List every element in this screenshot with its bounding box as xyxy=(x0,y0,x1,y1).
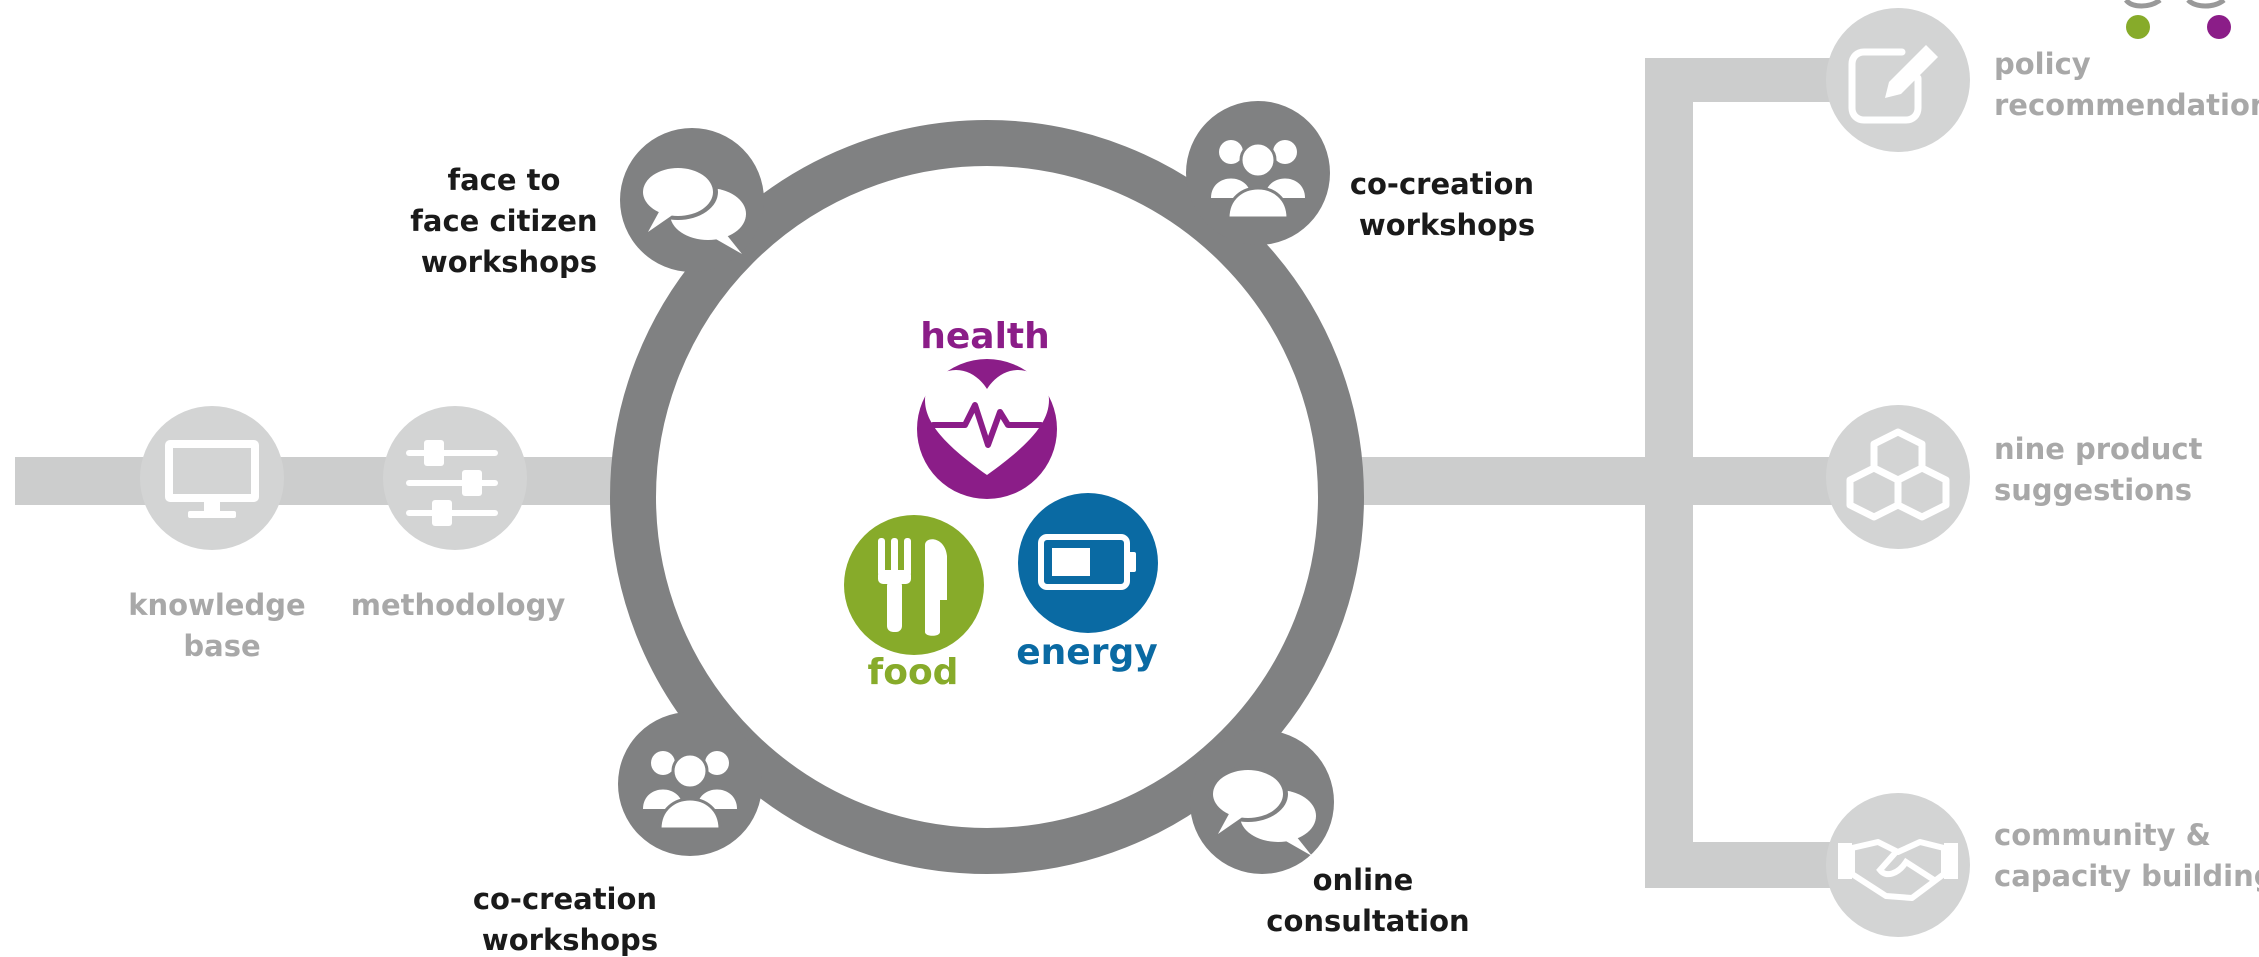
input-knowledge-base: knowledge base xyxy=(128,406,316,663)
svg-text:policy recommendations: policy recommendations xyxy=(1994,47,2259,122)
battery-icon xyxy=(1038,534,1136,590)
theme-energy: energy xyxy=(1016,493,1158,673)
heart-pulse-icon xyxy=(925,370,1049,475)
online-label-line-2: consultation xyxy=(1266,904,1469,938)
output-community-capacity: community & capacity building xyxy=(1826,793,2259,937)
ring-node-cocreation-top: co-creation workshops xyxy=(1186,101,1544,245)
face-to-face-label-line-1: face to xyxy=(447,163,560,197)
knowledge-base-label-line-1: knowledge xyxy=(128,588,305,622)
face-to-face-label-line-3: workshops xyxy=(421,245,597,279)
people-group-icon xyxy=(1211,140,1305,220)
svg-text:online consultation: online consultation xyxy=(1266,863,1469,938)
cubes-icon xyxy=(1846,428,1950,521)
community-label-line-1: community & xyxy=(1994,818,2211,852)
output-connector-bar xyxy=(1355,457,1890,505)
cocreation-bottom-label-line-1: co-creation xyxy=(473,882,657,916)
ring-node-face-to-face: face to face citizen workshops xyxy=(410,128,764,279)
fork-knife-icon xyxy=(878,538,947,636)
community-label-line-2: capacity building xyxy=(1994,859,2259,893)
input-connector-bar xyxy=(15,457,630,505)
svg-text:co-creation workshops: co-creation workshops xyxy=(1350,167,1544,242)
main-ring xyxy=(610,120,1364,874)
monitor-icon xyxy=(165,440,259,518)
cocreation-top-label-line-2: workshops xyxy=(1359,208,1535,242)
brand-dot-purple xyxy=(2207,15,2231,39)
theme-food: food xyxy=(844,515,984,693)
output-branch-vertical xyxy=(1645,58,1693,888)
svg-text:community & capacity bui: community & capacity building xyxy=(1994,818,2259,893)
pencil-edit-icon xyxy=(1848,45,1938,124)
methodology-label: methodology xyxy=(351,588,566,622)
sliders-icon xyxy=(406,440,498,526)
products-label-line-1: nine product xyxy=(1994,432,2203,466)
policy-label-line-2: recommendations xyxy=(1994,88,2259,122)
energy-label: energy xyxy=(1016,632,1157,673)
ring-node-cocreation-bottom: co-creation workshops xyxy=(473,712,762,957)
speech-bubbles-icon xyxy=(1208,766,1316,856)
cocreation-top-label-line-1: co-creation xyxy=(1350,167,1534,201)
theme-health: health xyxy=(917,316,1057,499)
handshake-icon xyxy=(1838,839,1958,901)
output-policy-recommendations: policy recommendations xyxy=(1826,8,2259,152)
input-methodology: methodology xyxy=(351,406,566,622)
cocreation-bottom-label-line-2: workshops xyxy=(482,923,658,957)
brand-logo-fragment xyxy=(2124,0,2231,39)
products-label-line-2: suggestions xyxy=(1994,473,2192,507)
output-product-suggestions: nine product suggestions xyxy=(1826,405,2213,549)
svg-text:methodology: methodology xyxy=(351,588,566,622)
svg-text:face to face citizen: face to face citizen workshops xyxy=(410,163,607,279)
brand-dot-green xyxy=(2126,15,2150,39)
ring-node-online-consultation: online consultation xyxy=(1190,730,1470,938)
food-label: food xyxy=(868,652,959,693)
svg-text:knowledge base: knowledge base xyxy=(128,588,316,663)
face-to-face-label-line-2: face citizen xyxy=(410,204,597,238)
policy-label-line-1: policy xyxy=(1994,47,2091,81)
knowledge-base-label-line-2: base xyxy=(183,629,260,663)
people-group-icon xyxy=(643,751,737,831)
svg-text:nine product suggestions: nine product suggestions xyxy=(1994,432,2213,507)
speech-bubbles-icon xyxy=(638,164,746,254)
svg-text:co-creation workshops: co-creation workshops xyxy=(473,882,667,957)
online-label-line-1: online xyxy=(1313,863,1414,897)
health-label: health xyxy=(920,316,1050,357)
